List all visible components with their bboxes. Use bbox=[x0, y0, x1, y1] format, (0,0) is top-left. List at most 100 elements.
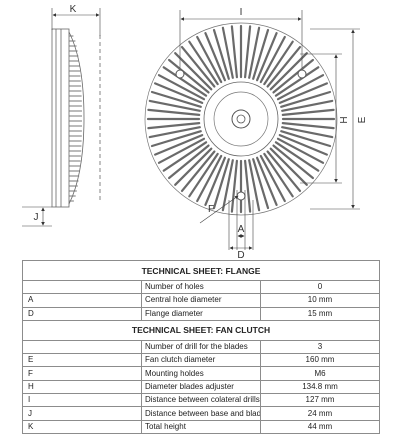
cooling-fin bbox=[278, 134, 328, 156]
cooling-fin bbox=[150, 90, 202, 108]
fan-clutch-drawing: K I E H J F A D bbox=[22, 4, 368, 258]
technical-sheet-table: TECHNICAL SHEET: FLANGE Number of holes … bbox=[22, 260, 380, 434]
cooling-fin bbox=[168, 58, 210, 94]
row-key: J bbox=[22, 406, 142, 421]
label-i: I bbox=[240, 7, 243, 18]
cooling-fin bbox=[154, 82, 204, 105]
row-value: 160 mm bbox=[260, 353, 380, 368]
row-value: 44 mm bbox=[260, 419, 380, 434]
row-key: D bbox=[22, 306, 142, 321]
row-label: Total height bbox=[141, 419, 261, 434]
cooling-fin bbox=[221, 26, 234, 79]
cooling-fin bbox=[276, 74, 325, 101]
cooling-fin bbox=[196, 154, 223, 203]
table-row: K Total height 44 mm bbox=[22, 419, 380, 434]
cooling-fin bbox=[256, 31, 278, 82]
mounting-hole bbox=[175, 69, 185, 79]
cooling-fin bbox=[188, 152, 219, 198]
table-row: E Fan clutch diameter 160 mm bbox=[22, 353, 380, 368]
cooling-fin bbox=[157, 137, 206, 164]
row-label: Distance between base and blades support bbox=[141, 406, 261, 421]
row-value: M6 bbox=[260, 366, 380, 381]
cooling-fin bbox=[221, 159, 234, 212]
cooling-fin bbox=[204, 156, 226, 206]
cooling-fin bbox=[248, 26, 261, 79]
row-label: Number of holes bbox=[141, 279, 261, 295]
row-key bbox=[22, 339, 142, 355]
cooling-fin bbox=[162, 141, 208, 172]
table-row: J Distance between base and blades suppo… bbox=[22, 406, 380, 421]
side-view bbox=[51, 28, 101, 208]
row-value: 127 mm bbox=[260, 393, 380, 408]
row-label: Fan clutch diameter bbox=[141, 353, 261, 368]
label-f: F bbox=[208, 204, 214, 215]
leader-f-line bbox=[199, 195, 239, 224]
cooling-fin bbox=[154, 134, 204, 156]
cooling-fin bbox=[259, 35, 286, 84]
cooling-fin bbox=[252, 28, 270, 80]
cooling-fin bbox=[180, 45, 216, 88]
table-row: H Diameter blades adjuster 134.8 mm bbox=[22, 379, 380, 395]
row-label: Number of drill for the blades bbox=[141, 339, 261, 355]
row-key: F bbox=[22, 366, 142, 381]
table-row: Number of holes 0 bbox=[22, 279, 380, 295]
table-row: I Distance between colateral drills cent… bbox=[22, 393, 380, 408]
hub-inner-ring bbox=[213, 91, 269, 147]
clutch-table-title: TECHNICAL SHEET: FAN CLUTCH bbox=[22, 319, 380, 341]
cooling-fin bbox=[248, 159, 261, 212]
cooling-fin bbox=[263, 40, 294, 86]
cooling-fin bbox=[244, 25, 252, 79]
table-row: D Flange diameter 15 mm bbox=[22, 306, 380, 321]
cooling-fin bbox=[266, 150, 302, 192]
side-body-rect bbox=[51, 28, 70, 208]
label-a: A bbox=[238, 224, 245, 235]
center-hole bbox=[236, 114, 246, 124]
cooling-fin bbox=[162, 66, 208, 97]
label-d: D bbox=[237, 250, 244, 258]
cooling-fin bbox=[230, 25, 238, 79]
table-row: Number of drill for the blades 3 bbox=[22, 339, 380, 355]
cooling-fin bbox=[180, 150, 216, 192]
cooling-fin bbox=[274, 66, 320, 97]
cooling-fin bbox=[212, 28, 230, 80]
cooling-fin bbox=[174, 147, 213, 186]
dimension-lines bbox=[22, 8, 360, 250]
cooling-fin bbox=[269, 52, 308, 91]
cooling-fin bbox=[196, 35, 223, 84]
row-value: 3 bbox=[260, 339, 380, 355]
cooling-fin bbox=[281, 99, 334, 112]
row-key: K bbox=[22, 419, 142, 434]
row-label: Diameter blades adjuster bbox=[141, 379, 261, 395]
cooling-fin bbox=[150, 130, 202, 148]
cooling-fin bbox=[147, 121, 201, 130]
cooling-fin bbox=[280, 90, 332, 108]
cooling-fin bbox=[281, 121, 335, 130]
table-row: A Central hole diameter 10 mm bbox=[22, 293, 380, 308]
row-label: Mounting holdes bbox=[141, 366, 261, 381]
label-e: E bbox=[357, 116, 368, 123]
row-value: 24 mm bbox=[260, 406, 380, 421]
row-key: H bbox=[22, 379, 142, 395]
cooling-fin bbox=[276, 137, 325, 164]
row-label: Distance between colateral drills center bbox=[141, 393, 261, 408]
cooling-fin bbox=[148, 99, 201, 112]
side-fins bbox=[69, 35, 82, 202]
cooling-fins bbox=[146, 24, 336, 214]
mounting-hole bbox=[236, 191, 246, 201]
cooling-fin bbox=[188, 40, 219, 86]
cooling-fin bbox=[272, 58, 314, 94]
front-view bbox=[144, 22, 338, 216]
cooling-fin bbox=[147, 108, 201, 117]
cooling-fin bbox=[278, 82, 328, 105]
cooling-fin bbox=[244, 159, 252, 213]
cooling-fin bbox=[174, 52, 213, 91]
row-key bbox=[22, 279, 142, 295]
cooling-fin bbox=[256, 156, 278, 206]
row-value: 0 bbox=[260, 279, 380, 295]
row-value: 15 mm bbox=[260, 306, 380, 321]
row-key: I bbox=[22, 393, 142, 408]
flange-table-title: TECHNICAL SHEET: FLANGE bbox=[22, 260, 380, 281]
cooling-fin bbox=[252, 158, 270, 210]
flange-section-header: TECHNICAL SHEET: FLANGE bbox=[22, 260, 380, 281]
label-j: J bbox=[34, 212, 39, 223]
